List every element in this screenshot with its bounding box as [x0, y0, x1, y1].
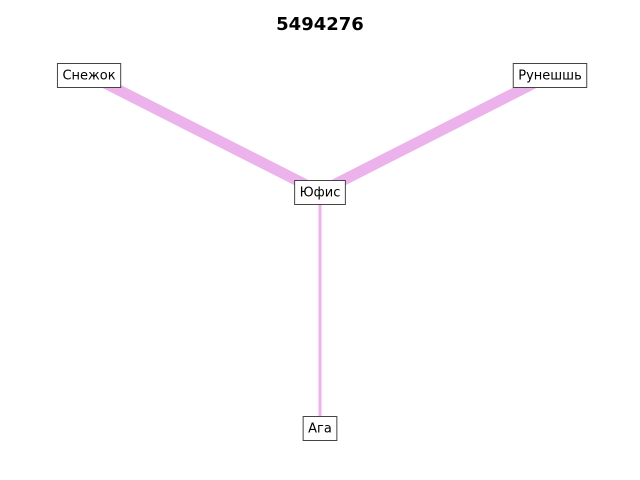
node-box [512, 63, 588, 88]
node-label: Ага [308, 422, 332, 437]
node-box [294, 180, 346, 205]
diagram-title: 5494276 [276, 14, 364, 35]
node-yufis: Юфис [294, 180, 346, 205]
node-snezhok: Снежок [56, 63, 122, 88]
node-label: Рунешшь [518, 69, 581, 84]
node-aga: Ага [302, 416, 338, 441]
edge-yufis-runeshsh [317, 70, 553, 197]
node-label: Юфис [300, 186, 341, 201]
node-box [56, 63, 122, 88]
node-label: Снежок [62, 69, 115, 84]
node-box [302, 416, 338, 441]
node-runeshsh: Рунешшь [512, 63, 588, 88]
edge-yufis-snezhok [86, 70, 323, 197]
edge-layer [86, 70, 553, 428]
